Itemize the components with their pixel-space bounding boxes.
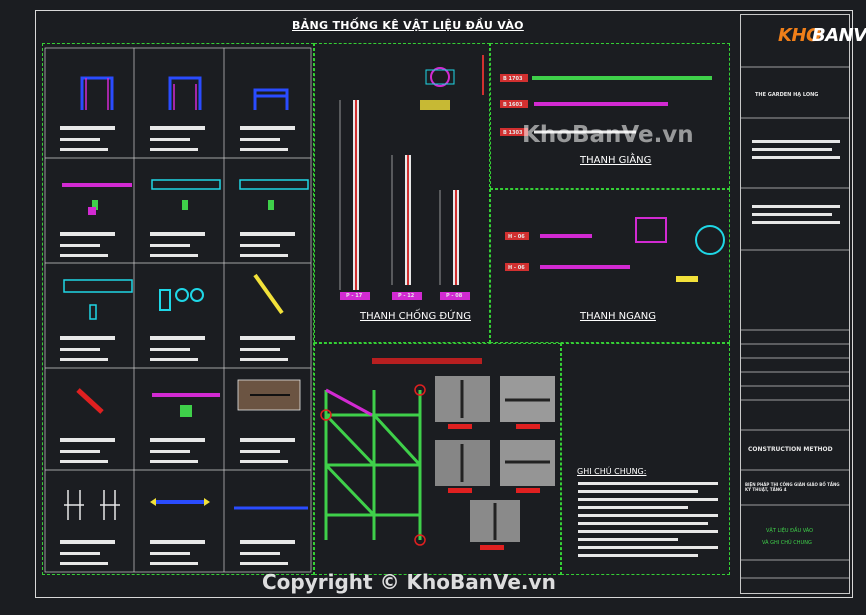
- material-table-region: [42, 43, 314, 575]
- bar-cells: [62, 179, 309, 190]
- notes-region: [561, 343, 730, 575]
- tag-p12: P - 12: [398, 293, 415, 299]
- label-horizontal: THANH NGANG: [580, 311, 656, 322]
- tag-p17: P - 17: [346, 293, 363, 299]
- title-block-lines: [741, 66, 849, 579]
- center-watermark: KhoBanVe.vn: [522, 122, 694, 148]
- material-grid: [44, 47, 312, 573]
- construction-method: CONSTRUCTION METHOD: [748, 446, 833, 453]
- vertical-posts: [353, 100, 459, 290]
- sheet-name-line-2: VÀ GHI CHÚ CHUNG: [762, 540, 812, 546]
- material-rows: [60, 126, 295, 565]
- label-vertical-post: THANH CHỐNG ĐỨNG: [360, 311, 471, 322]
- title-block: [740, 14, 850, 594]
- tag-b1303: B 1303: [503, 130, 523, 136]
- tag-p08: P - 08: [446, 293, 463, 299]
- sheet-name-line-1: VẬT LIỆU ĐẦU VÀO: [766, 528, 814, 534]
- assembly-region: [314, 343, 561, 575]
- horizontal-region: [490, 189, 730, 343]
- label-notes: GHI CHÚ CHUNG:: [577, 467, 647, 476]
- horizontal-bars: [540, 234, 630, 269]
- copyright-watermark: Copyright © KhoBanVe.vn: [262, 570, 556, 594]
- project-name: THE GARDEN HẠ LONG: [755, 92, 819, 98]
- tag-h06-a: H - 06: [508, 234, 525, 240]
- scaffold-frame: [324, 390, 422, 540]
- main-title: BẢNG THỐNG KÊ VẬT LIỆU ĐẦU VÀO: [292, 19, 524, 32]
- label-ledger: THANH GIẰNG: [580, 155, 652, 166]
- khobanve-logo: KHO BANVE: [778, 25, 866, 46]
- tag-h06-b: H - 06: [508, 265, 525, 271]
- method-description: BIỆN PHÁP THI CÔNG GIÀN GIÁO BỐ TẦNG KỸ …: [745, 482, 840, 492]
- tag-b1703: B 1703: [503, 76, 523, 82]
- tag-b1603: B 1603: [503, 102, 523, 108]
- drawing-frame: [35, 10, 853, 598]
- u-frame-blue: [80, 76, 289, 110]
- clamp-icons: [159, 288, 204, 311]
- ledger-bars: [532, 76, 712, 134]
- ledger-region: [490, 43, 730, 189]
- vertical-post-region: [314, 43, 490, 343]
- notes-lines: [578, 482, 718, 557]
